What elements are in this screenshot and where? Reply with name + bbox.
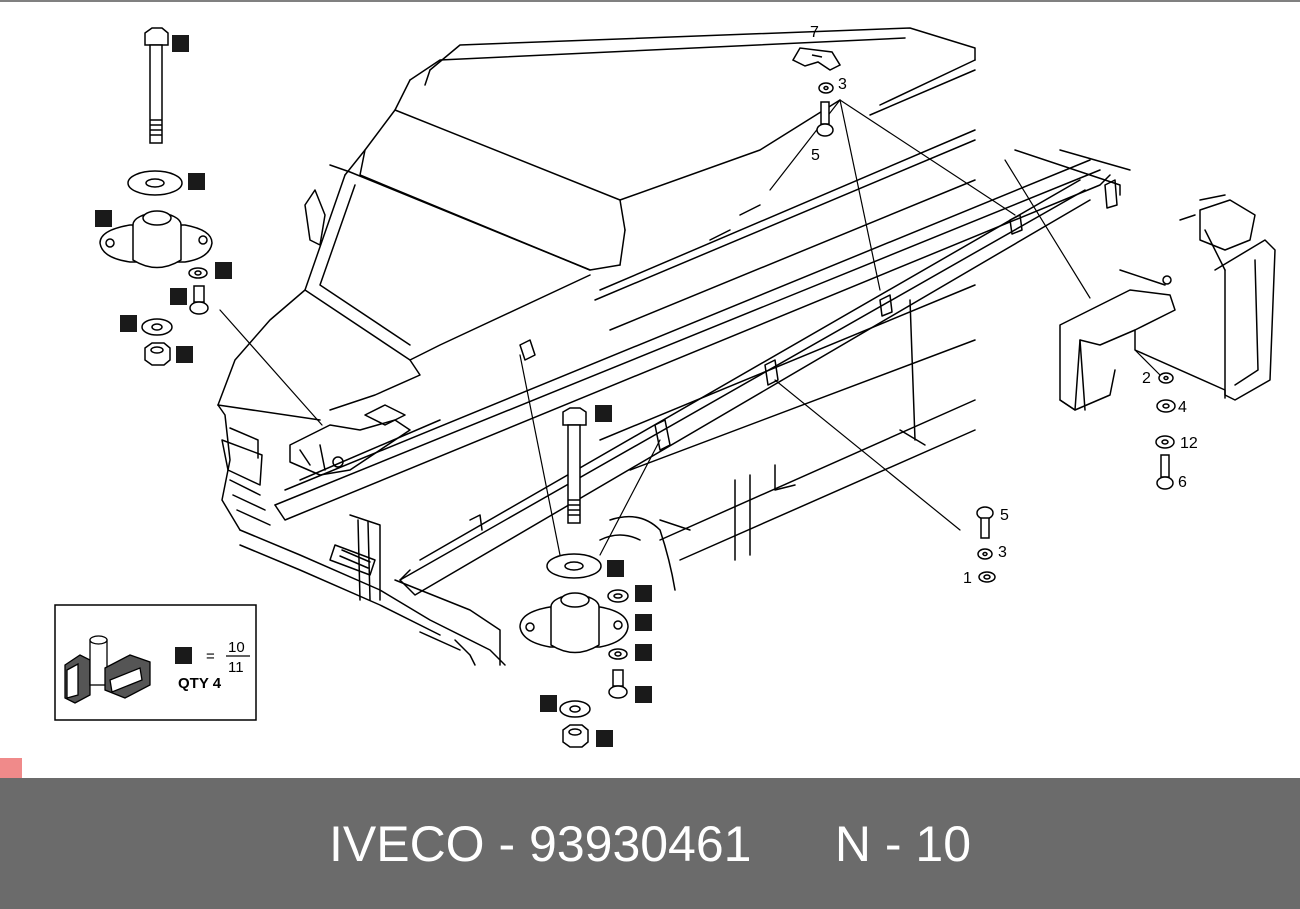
callout-square: [215, 262, 232, 279]
callout-5-right: 5: [1000, 507, 1009, 524]
callout-7: 7: [810, 24, 819, 41]
corner-marker: [0, 758, 22, 778]
footer-gap: [751, 815, 834, 873]
callout-squares: [95, 35, 652, 747]
front-mount-exploded: [99, 27, 213, 366]
footer-page-label: N - 10: [834, 815, 972, 872]
callout-2: 2: [1142, 370, 1151, 387]
callout-4: 4: [1178, 399, 1187, 416]
legend-qty: QTY 4: [178, 675, 222, 692]
footer-bar: IVECO - 93930461 N - 10: [0, 778, 1300, 909]
callout-3-right: 3: [998, 544, 1007, 561]
callout-square: [95, 210, 112, 227]
callout-square: [635, 614, 652, 631]
callout-square: [635, 686, 652, 703]
callout-square: [635, 644, 652, 661]
footer-brand: IVECO: [328, 815, 485, 872]
footer-caption: IVECO - 93930461 N - 10: [0, 778, 1300, 909]
callout-square: [607, 560, 624, 577]
rear-bracket: [1059, 194, 1276, 411]
legend-equals: =: [206, 648, 215, 665]
legend-fraction-bottom: 11: [228, 659, 244, 676]
callout-5-top: 5: [811, 147, 820, 164]
legend-callout-square: [175, 647, 192, 664]
callout-6: 6: [1178, 474, 1187, 491]
chassis-rails: [274, 149, 1131, 596]
legend-parts-illustration: [64, 635, 151, 704]
legend-box: = 10 11 QTY 4: [54, 604, 257, 721]
van-body: [217, 27, 976, 666]
callout-square: [596, 730, 613, 747]
callout-12: 12: [1180, 435, 1198, 452]
callout-square: [172, 35, 189, 52]
callout-3-top: 3: [838, 76, 847, 93]
callout-square: [188, 173, 205, 190]
callout-1: 1: [963, 570, 972, 587]
center-mount-exploded: [519, 407, 629, 748]
leader-lines: [219, 99, 1161, 556]
footer-part-number: 93930461: [529, 815, 752, 872]
callout-square: [176, 346, 193, 363]
callout-square: [595, 405, 612, 422]
callout-square: [540, 695, 557, 712]
small-hardware: [791, 47, 1176, 583]
callout-square: [635, 585, 652, 602]
footer-separator: -: [484, 815, 530, 872]
numbered-callouts: 7 3 5 2 4 12 6 5 3 1: [810, 24, 1198, 587]
parts-diagram: 7 3 5 2 4 12 6 5 3 1 = 10 11 QTY 4: [0, 0, 1300, 748]
front-mount-bracket: [289, 404, 411, 476]
legend-fraction-top: 10: [228, 639, 245, 656]
callout-square: [170, 288, 187, 305]
callout-square: [120, 315, 137, 332]
